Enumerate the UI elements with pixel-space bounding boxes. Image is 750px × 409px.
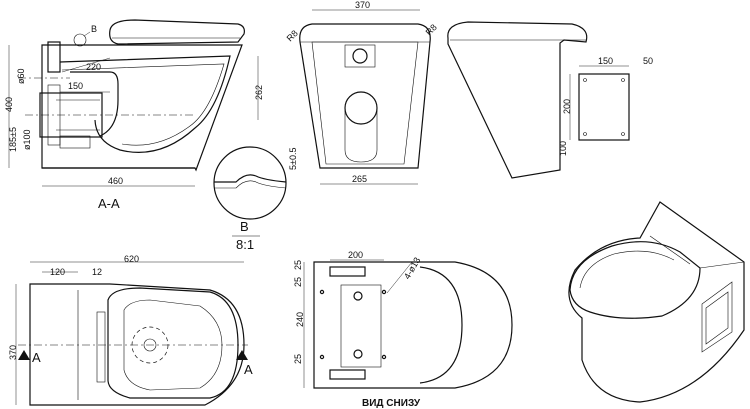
dim-r8-right: R8 [424, 22, 439, 37]
bowl-curve [59, 55, 231, 153]
dim-262: 262 [254, 85, 264, 100]
dim-200-side: 200 [562, 99, 572, 114]
front-inlet-hole [352, 48, 368, 64]
front-outlet-slot [344, 108, 378, 163]
iso-side-edge [699, 261, 745, 269]
detail-b-ref: B [91, 24, 97, 34]
dim-370-front: 370 [355, 0, 370, 10]
mount-hole [381, 289, 387, 295]
seat-lid [109, 19, 245, 45]
iso-hatch-inner [705, 291, 729, 345]
iso-service-hatch [701, 281, 733, 353]
dim-50-side: 50 [643, 56, 653, 66]
bottom-inner-curve [419, 266, 463, 384]
dim-200-bottom: 200 [348, 250, 363, 260]
section-mark-left: A [32, 350, 41, 365]
dim-370-top: 370 [8, 345, 18, 360]
dim-25-b: 25 [293, 277, 303, 287]
hatch-screw [583, 132, 587, 136]
dim-150: 150 [68, 81, 83, 91]
detail-b-scale: 8:1 [236, 237, 254, 252]
bottom-plate [340, 284, 382, 368]
section-aa-view: B 220 150 400 262 460 ø60 185±5 ø100 A-A [4, 19, 264, 211]
dim-185: 185±5 [8, 127, 18, 152]
dim-12: 12 [92, 267, 102, 277]
dim-150-side: 150 [598, 56, 613, 66]
iso-lid [569, 241, 701, 319]
dim-dia60: ø60 [16, 68, 26, 84]
dim-25-c: 25 [293, 354, 303, 364]
iso-lid-rim [579, 250, 675, 289]
iso-hinge-line [649, 235, 691, 265]
front-view: 370 R8 R8 265 [285, 0, 439, 185]
section-arrow-right [236, 350, 248, 360]
hole-callout-leader [386, 261, 413, 294]
iso-top-edge [659, 201, 745, 263]
dim-400: 400 [4, 97, 14, 112]
dim-620: 620 [124, 254, 139, 264]
side-body-outline [447, 21, 588, 179]
mount-slot-bottom [329, 369, 366, 380]
hatch-screw [621, 132, 625, 136]
detail-b-circle [213, 146, 287, 220]
top-body-outline [29, 283, 245, 406]
side-view: 150 50 200 100 [447, 21, 653, 179]
mount-hole [319, 354, 325, 360]
front-body-outline [299, 23, 431, 169]
dim-220-leader [61, 57, 111, 73]
mount-hole [381, 354, 387, 360]
bottom-hole [353, 349, 363, 359]
dim-460: 460 [108, 176, 123, 186]
bottom-view: 200 4-ø13 25 25 240 25 ВИД СНИЗУ [293, 250, 513, 409]
dim-220: 220 [86, 62, 101, 72]
dim-25-a: 25 [293, 260, 303, 270]
wall-bracket [47, 41, 61, 73]
dim-r8-left: R8 [285, 28, 300, 43]
dim-100-side: 100 [558, 141, 568, 156]
front-inlet-box [344, 44, 376, 68]
section-arrow-left [18, 350, 30, 360]
dim-120: 120 [50, 267, 65, 277]
detail-b-label: B [240, 219, 249, 234]
detail-b-leader [83, 31, 91, 37]
mount-slot-top [329, 266, 366, 277]
iso-body-outline [568, 201, 745, 403]
section-mark-right: A [244, 362, 253, 377]
drain-center [143, 338, 157, 352]
mount-hole [319, 289, 325, 295]
detail-b-profile-inner [214, 180, 287, 189]
lid-hinge [96, 311, 106, 383]
detail-b-marker [73, 33, 87, 47]
section-caption: A-A [98, 196, 120, 211]
inlet-pipe [70, 71, 119, 137]
bowl-inner [61, 63, 225, 146]
bottom-hole [353, 291, 363, 301]
isometric-view [568, 201, 745, 403]
bottom-body-outline [313, 261, 513, 389]
base-block [59, 135, 91, 149]
front-outlet-hole [344, 91, 378, 125]
section-body-outline [41, 44, 243, 172]
hatch-screw [583, 78, 587, 82]
top-view: 620 120 12 370 A A [8, 254, 253, 406]
service-hatch [578, 73, 630, 141]
bottom-view-caption: ВИД СНИЗУ [362, 398, 421, 409]
dim-240: 240 [295, 312, 305, 327]
seat-ring [107, 287, 239, 399]
hole-callout: 4-ø13 [402, 255, 422, 280]
dim-dia100: ø100 [22, 129, 32, 150]
dim-5-detail: 5±0.5 [288, 148, 298, 170]
detail-b-profile [214, 174, 287, 183]
detail-b-view: 5±0.5 B 8:1 [213, 146, 298, 252]
dim-265: 265 [352, 174, 367, 184]
hatch-screw [621, 78, 625, 82]
